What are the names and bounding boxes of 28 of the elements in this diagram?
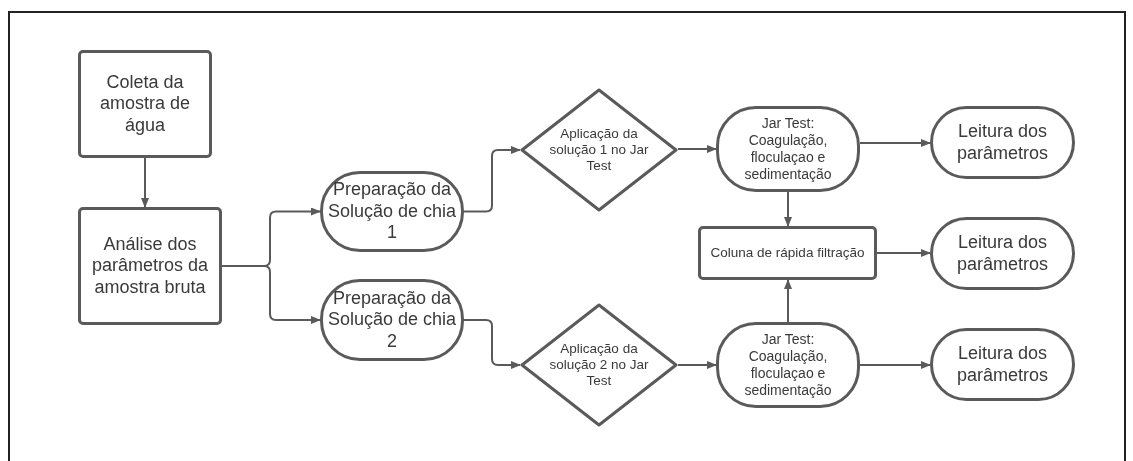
arrow (677, 361, 717, 369)
arrow (221, 265, 321, 324)
node-label: Aplicação da solução 2 no Jar Test (548, 340, 650, 390)
node-label: Aplicação da solução 1 no Jar Test (548, 125, 650, 175)
node-label: Preparação da Solução de chia 2 (326, 287, 458, 353)
decision-diamond (520, 303, 678, 427)
arrow (784, 191, 792, 227)
arrow (859, 139, 931, 147)
arrow (141, 157, 149, 208)
arrow (463, 146, 521, 213)
arrow (859, 361, 931, 369)
arrow (784, 279, 792, 323)
process-box (698, 226, 877, 280)
node-label: Leitura dos parâmetros (955, 342, 1049, 387)
decision-diamond (520, 88, 678, 212)
node-label: Jar Test: Coagulação, floculaçao e sedimentação (743, 331, 833, 399)
process-box (78, 50, 212, 158)
arrow (876, 249, 931, 257)
node-label: Coleta da amostra de água (98, 71, 191, 137)
node-label: Leitura dos parâmetros (955, 231, 1049, 276)
node-label: Coluna de rápida filtração (709, 244, 866, 262)
process-box (78, 207, 222, 325)
node-label: Preparação da Solução de chia 1 (326, 179, 458, 244)
node-label: Análise dos parâmetros da amostra bruta (90, 233, 210, 299)
node-label: Leitura dos parâmetros (955, 120, 1049, 165)
arrow (463, 319, 521, 369)
node-label: Jar Test: Coagulação, floculaçao e sedimentação (743, 115, 833, 183)
arrow (677, 145, 717, 153)
